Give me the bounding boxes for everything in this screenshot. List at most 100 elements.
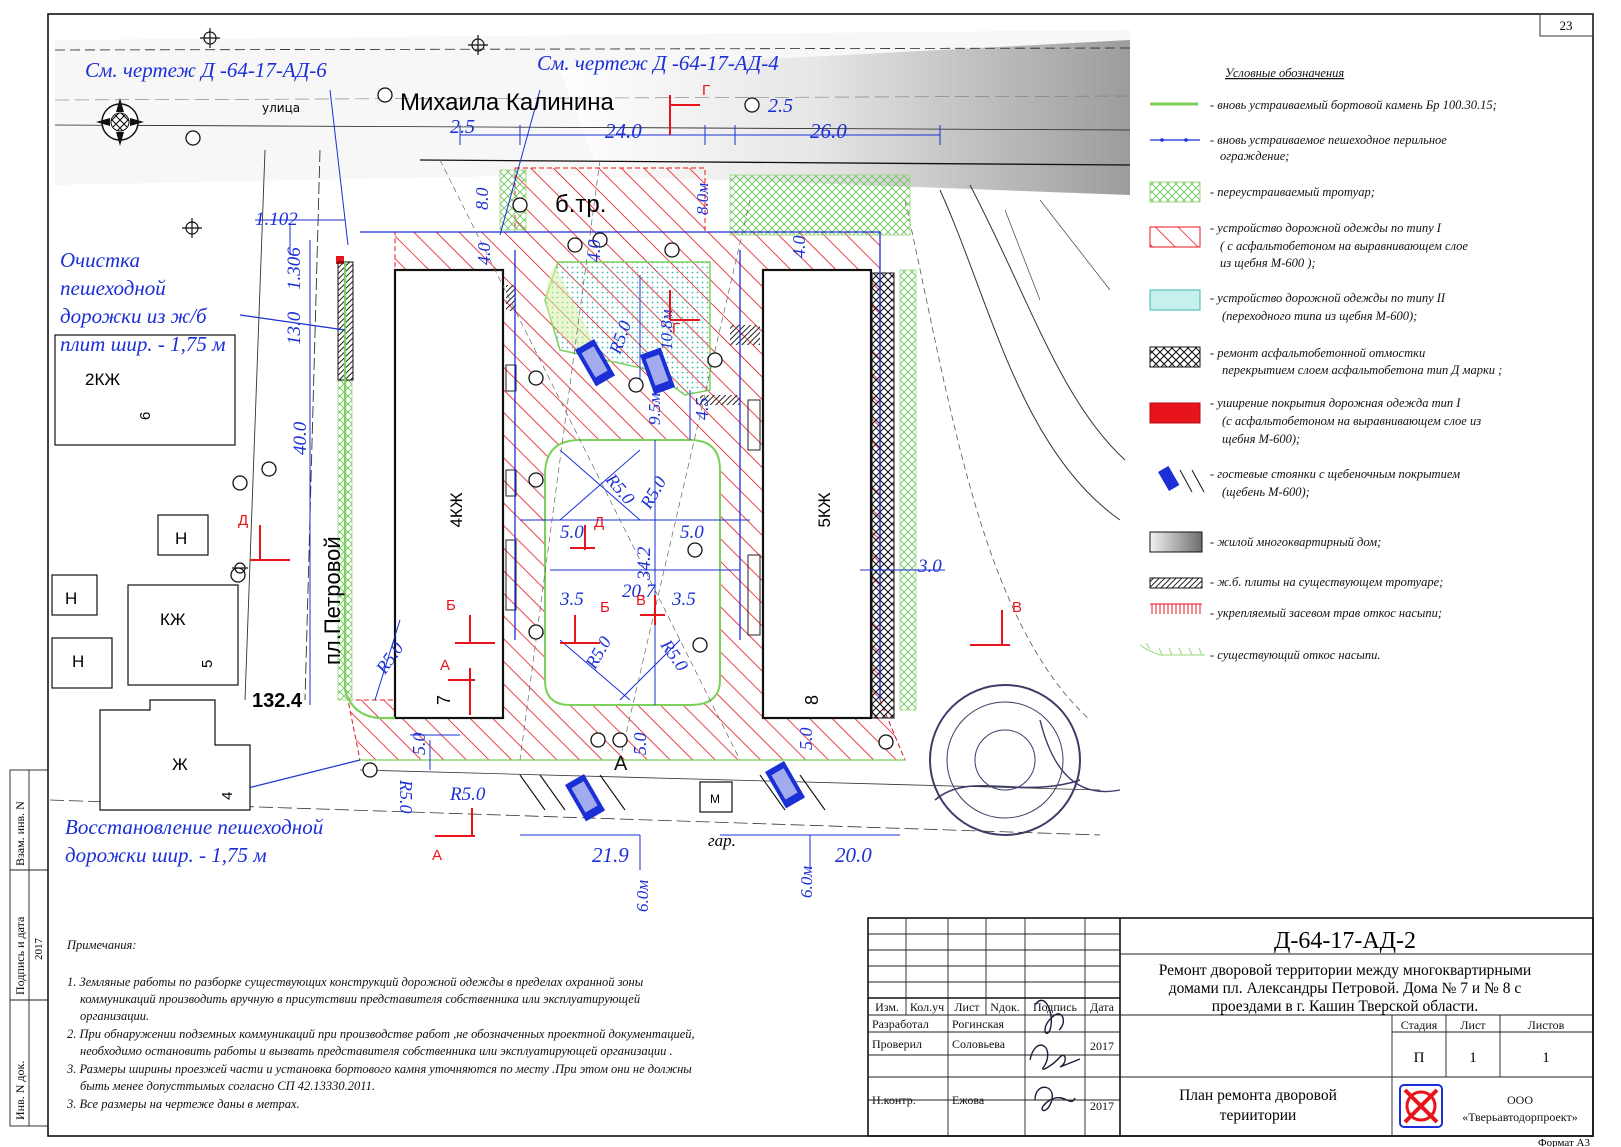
svg-text:А: А <box>432 847 442 864</box>
svg-text:8: 8 <box>802 695 822 705</box>
gradient-building-icon <box>1149 531 1203 553</box>
svg-text:организации.: организации. <box>80 1009 149 1023</box>
cleaning-note-3: дорожки из ж/б <box>60 304 208 328</box>
svg-text:- ремонт асфальтобетонной отмо: - ремонт асфальтобетонной отмостки <box>1210 346 1425 360</box>
svg-text:Лист: Лист <box>954 1000 980 1014</box>
svg-text:В: В <box>1012 599 1022 616</box>
svg-text:План ремонта дворовой: План ремонта дворовой <box>1179 1087 1337 1104</box>
svg-text:Н: Н <box>175 529 187 548</box>
svg-text:необходимо остановить работы и: необходимо остановить работы и вызвать п… <box>80 1044 673 1058</box>
asphalt-repair-strip <box>871 272 895 719</box>
svg-text:Листов: Листов <box>1528 1018 1565 1032</box>
svg-text:5.0: 5.0 <box>560 522 584 543</box>
svg-text:- вновь устраиваемый бортовой: - вновь устраиваемый бортовой камень Бр … <box>1210 98 1497 112</box>
parking-car-icon <box>1158 466 1205 493</box>
svg-text:КЖ: КЖ <box>160 610 186 629</box>
red-comb-icon <box>1150 603 1202 614</box>
svg-text:(переходного типа из щебня М-6: (переходного типа из щебня М-600); <box>1222 309 1417 323</box>
svg-text:Лист: Лист <box>1460 1018 1486 1032</box>
cleaning-note-4: плит шир. - 1,75 м <box>60 332 226 356</box>
svg-text:3.5: 3.5 <box>671 589 696 610</box>
svg-text:Б: Б <box>446 597 456 614</box>
svg-text:5.0: 5.0 <box>409 733 429 756</box>
svg-text:из щебня М-600 );: из щебня М-600 ); <box>1220 256 1316 270</box>
svg-text:коммуникаций производить вручн: коммуникаций производить вручную в прису… <box>80 992 641 1006</box>
svg-text:3. Размеры ширины проезжей час: 3. Размеры ширины проезжей части и устан… <box>66 1062 692 1076</box>
svg-text:Н.контр.: Н.контр. <box>872 1093 916 1107</box>
sheet-number: 23 <box>1560 18 1573 33</box>
legend-title: Условные обозначения <box>1225 66 1344 80</box>
svg-text:(с асфальтобетоном на выравнив: (с асфальтобетоном на выравнивающем слое… <box>1222 414 1481 428</box>
side-stamp-replace: Взам. инв. N <box>13 801 27 866</box>
widening-patch <box>336 256 344 264</box>
svg-text:- устройство дорожной одежды п: - устройство дорожной одежды по типу I <box>1210 221 1442 235</box>
svg-text:Рогинская: Рогинская <box>952 1017 1004 1031</box>
section-markers <box>250 95 1010 837</box>
svg-text:Б: Б <box>600 599 610 616</box>
svg-text:7: 7 <box>434 695 454 705</box>
svg-text:8.0м: 8.0м <box>693 183 712 215</box>
svg-text:40.0: 40.0 <box>290 421 311 455</box>
svg-text:1: 1 <box>1542 1050 1550 1066</box>
street-word: улица <box>262 101 300 115</box>
svg-text:домами пл. Александры Петровой: домами пл. Александры Петровой. Дома № 7… <box>1169 980 1522 997</box>
title-block: Д-64-17-АД-2 Ремонт дворовой территории … <box>867 917 1594 1137</box>
svg-text:- вновь устраиваемое пешеходно: - вновь устраиваемое пешеходное перильно… <box>1210 133 1447 147</box>
svg-text:20.0: 20.0 <box>835 843 872 867</box>
level-mark: 132.4 <box>252 690 303 712</box>
svg-text:5.0: 5.0 <box>680 522 704 543</box>
svg-text:(щебень М-600);: (щебень М-600); <box>1222 485 1310 499</box>
svg-text:щебня М-600);: щебня М-600); <box>1222 432 1300 446</box>
svg-text:Дата: Дата <box>1090 1000 1115 1014</box>
red-dotted-box-icon <box>1149 402 1201 424</box>
gar-label: гар. <box>708 831 736 850</box>
street-name: Михаила Калинина <box>400 89 615 116</box>
inner-island <box>544 261 721 706</box>
building-4kzh: 4КЖ 7 <box>393 268 505 720</box>
svg-text:2.5: 2.5 <box>768 95 793 117</box>
svg-text:4.0: 4.0 <box>584 240 604 263</box>
svg-text:6.0м: 6.0м <box>633 880 652 912</box>
green-sidewalk-top <box>729 174 911 236</box>
neighbor-buildings <box>51 334 733 813</box>
sheet-frame <box>47 13 1594 1137</box>
svg-text:6.0м: 6.0м <box>797 866 816 898</box>
utility-lines <box>439 159 751 761</box>
ref-right: См. чертеж Д -64-17-АД-4 <box>537 51 779 75</box>
svg-text:Ежова: Ежова <box>952 1093 985 1107</box>
svg-text:2КЖ: 2КЖ <box>85 370 120 389</box>
side-stamp-inv: Инв. N док. <box>13 1061 27 1120</box>
svg-text:4КЖ: 4КЖ <box>447 492 466 527</box>
north-compass-icon <box>96 98 144 146</box>
svg-text:Разработал: Разработал <box>872 1017 929 1031</box>
svg-text:3.5: 3.5 <box>559 589 584 610</box>
blue-railing-line-icon <box>1150 138 1200 142</box>
drawing-code: Д-64-17-АД-2 <box>1274 928 1416 954</box>
svg-text:ООО: ООО <box>1507 1093 1533 1107</box>
svg-text:2017: 2017 <box>1090 1099 1114 1113</box>
svg-text:2.5: 2.5 <box>450 116 475 138</box>
svg-text:21.9: 21.9 <box>592 843 629 867</box>
svg-text:R5.0: R5.0 <box>396 779 416 814</box>
notes-title: Примечания: <box>66 938 137 952</box>
svg-text:Стадия: Стадия <box>1401 1018 1438 1032</box>
svg-text:- устройство дорожной одежды п: - устройство дорожной одежды по типу II <box>1210 291 1446 305</box>
map-area <box>49 30 1131 836</box>
btr-label: б.тр. <box>555 191 606 218</box>
crosshatch-box-icon <box>1149 346 1201 368</box>
svg-text:Н: Н <box>72 652 84 671</box>
svg-text:Ремонт дворовой территории меж: Ремонт дворовой территории между многокв… <box>1159 962 1531 979</box>
svg-text:- жилой многоквартирный дом;: - жилой многоквартирный дом; <box>1210 535 1381 549</box>
pedestrian-railing <box>360 231 881 700</box>
cyan-dotted-box-icon <box>1149 289 1201 311</box>
svg-text:3.0: 3.0 <box>917 556 942 577</box>
svg-text:20.7: 20.7 <box>622 581 657 602</box>
svg-text:- переустраиваемый тротуар;: - переустраиваемый тротуар; <box>1210 185 1375 199</box>
svg-text:34.2: 34.2 <box>634 546 655 581</box>
svg-text:Nдок.: Nдок. <box>990 1000 1020 1014</box>
square-name: пл.Петровой <box>320 536 345 665</box>
svg-text:13.0: 13.0 <box>284 311 305 345</box>
svg-text:Н: Н <box>65 589 77 608</box>
svg-text:Д: Д <box>238 512 248 529</box>
